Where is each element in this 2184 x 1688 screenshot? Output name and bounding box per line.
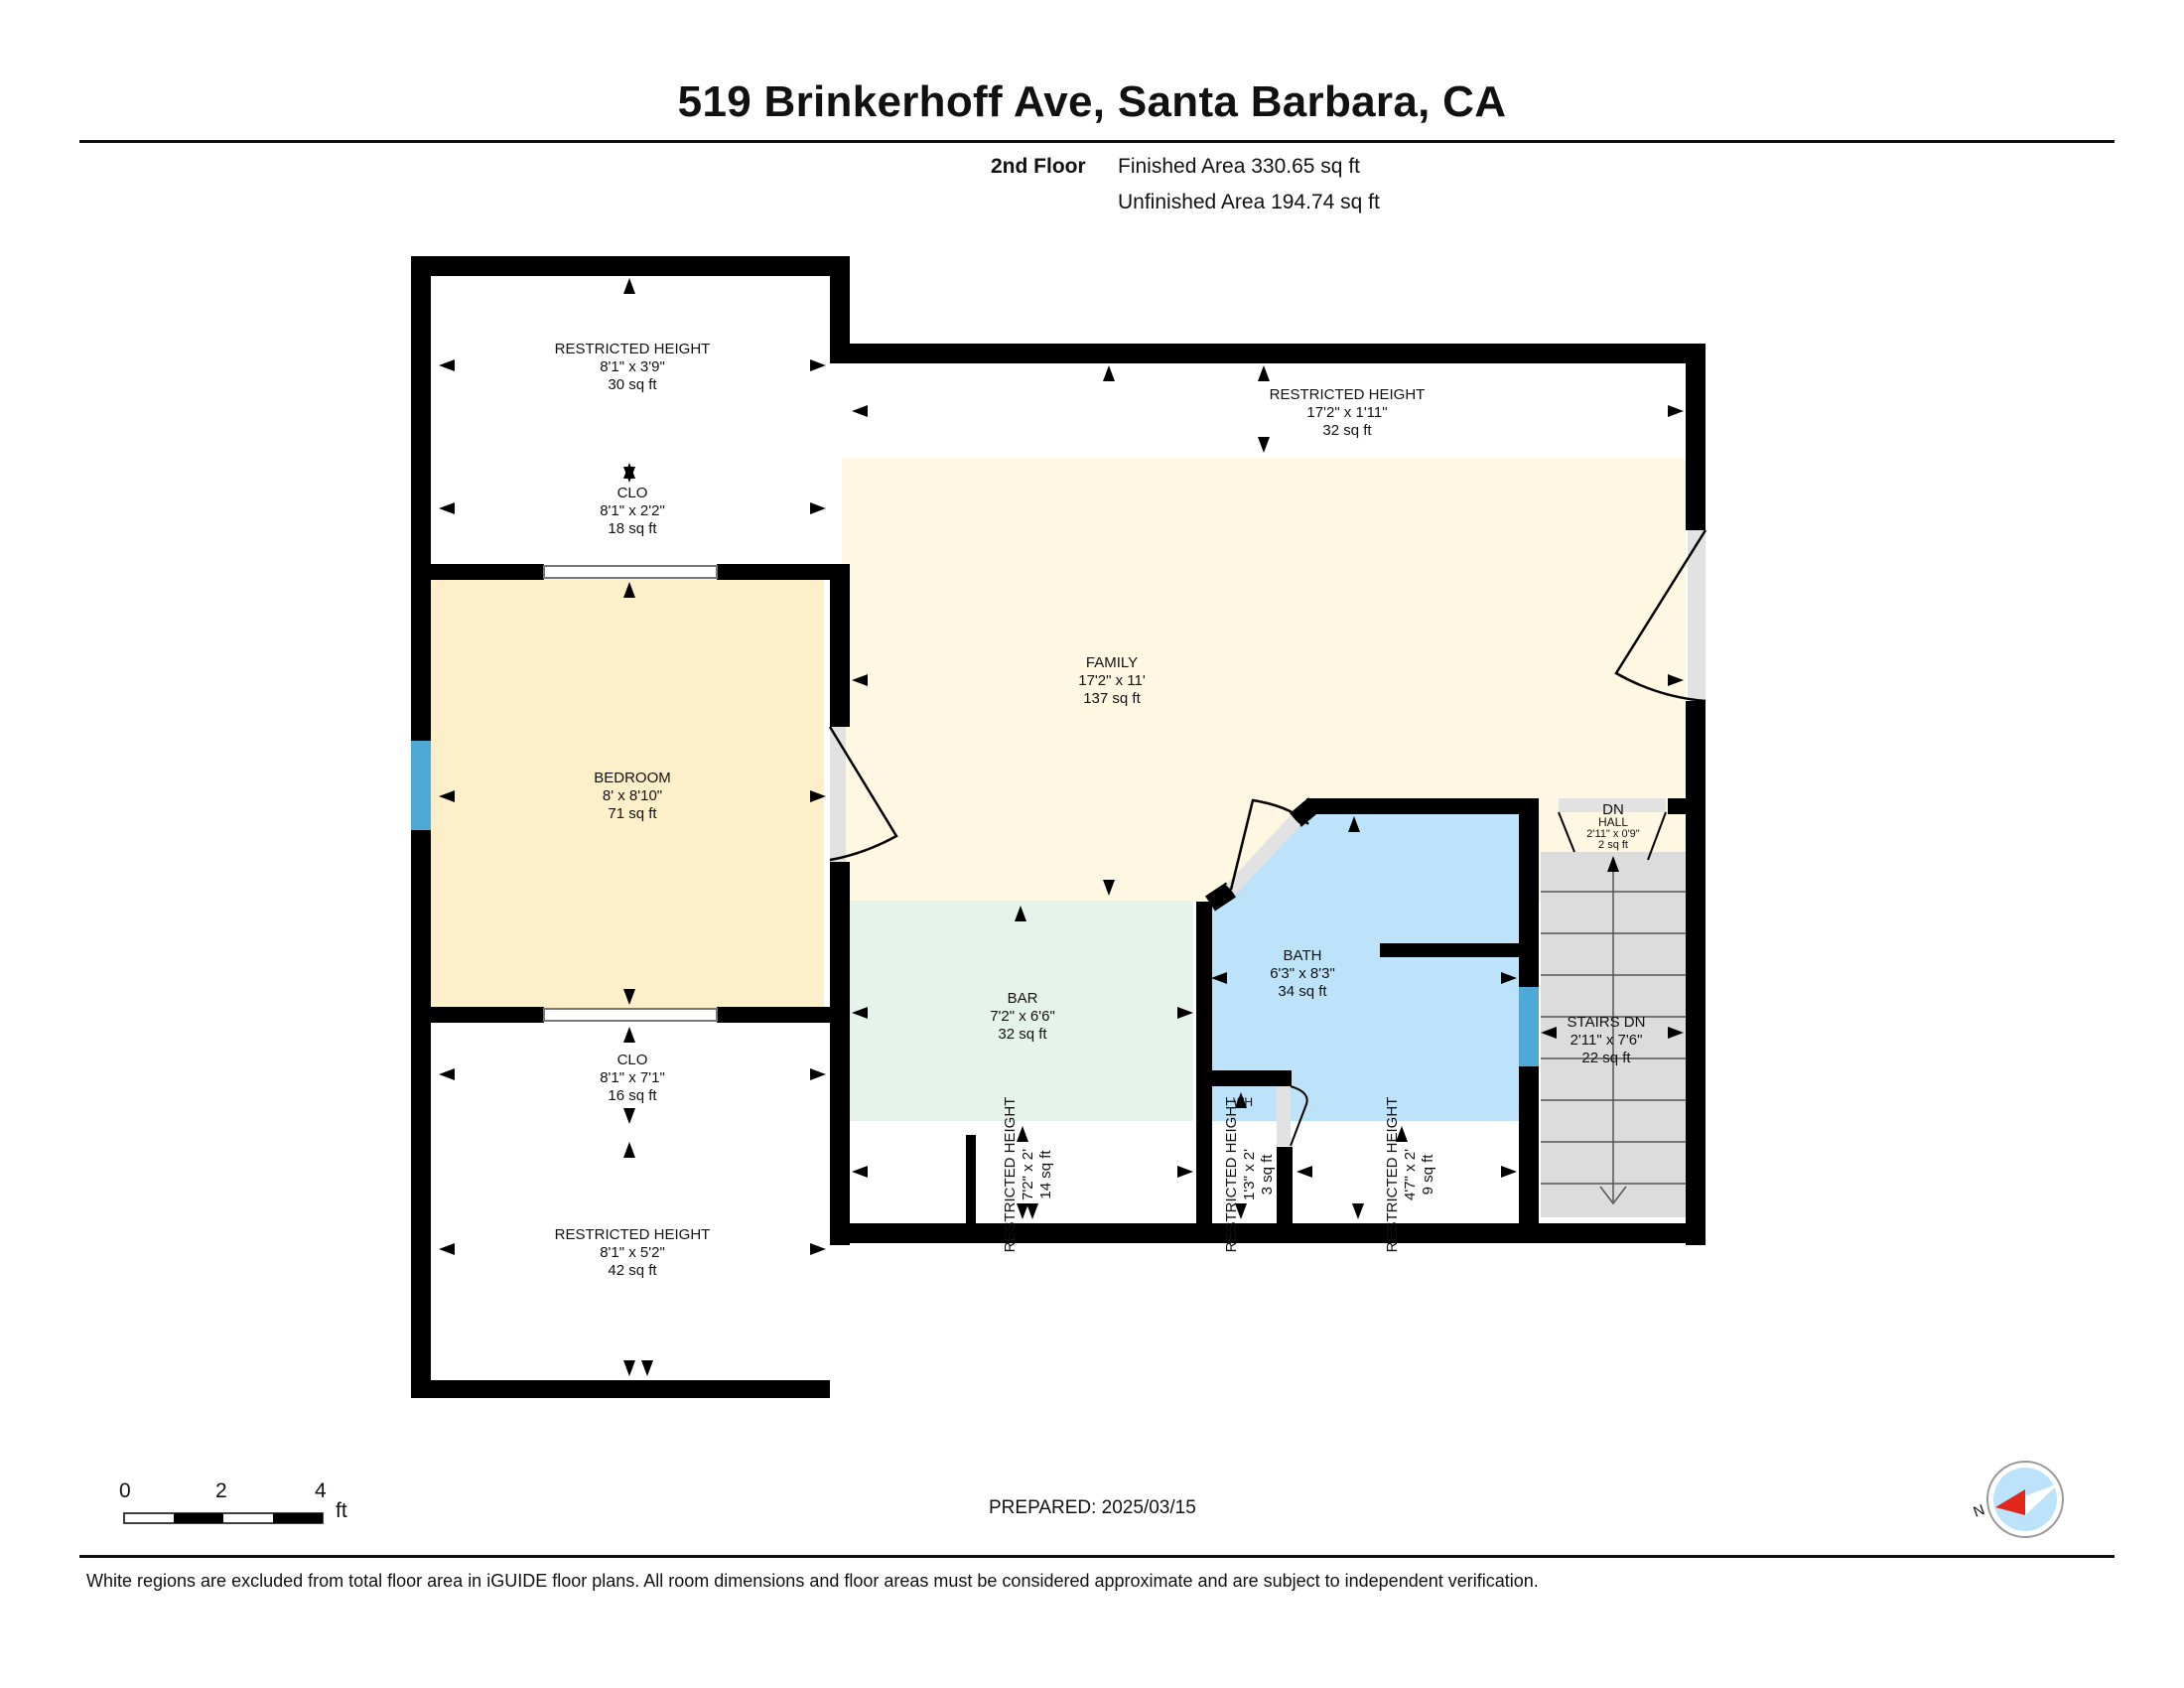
- svg-text:RESTRICTED HEIGHT: RESTRICTED HEIGHT: [555, 1226, 711, 1243]
- svg-text:2'11" x 0'9": 2'11" x 0'9": [1586, 828, 1639, 840]
- header-divider: [79, 140, 2115, 143]
- label-hall: DN HALL 2'11" x 0'9" 2 sq ft: [1586, 801, 1639, 851]
- label-restricted-top: RESTRICTED HEIGHT 17'2" x 1'11" 32 sq ft: [1270, 386, 1426, 439]
- svg-text:2'11" x 7'6": 2'11" x 7'6": [1570, 1032, 1643, 1049]
- svg-text:3 sq ft: 3 sq ft: [1259, 1154, 1276, 1196]
- prepared-date: PREPARED: 2025/03/15: [989, 1497, 1196, 1518]
- footer-divider: [79, 1555, 2115, 1558]
- label-restricted-bottom-left: RESTRICTED HEIGHT 8'1" x 5'2" 42 sq ft: [555, 1226, 711, 1279]
- label-restricted-v3: RESTRICTED HEIGHT 4'7" x 2' 9 sq ft: [1384, 1097, 1436, 1253]
- compass-icon: N: [1972, 1461, 2064, 1538]
- label-wh: WH: [1233, 1095, 1253, 1109]
- svg-text:STAIRS DN: STAIRS DN: [1568, 1014, 1646, 1031]
- disclaimer-text: White regions are excluded from total fl…: [86, 1571, 1539, 1591]
- closet-sliding-doors: [543, 565, 718, 1022]
- svg-text:RESTRICTED HEIGHT: RESTRICTED HEIGHT: [555, 341, 711, 357]
- label-restricted-v2: RESTRICTED HEIGHT 1'3" x 2' 3 sq ft: [1223, 1097, 1276, 1253]
- svg-text:8'1" x 5'2": 8'1" x 5'2": [600, 1244, 665, 1261]
- svg-text:32 sq ft: 32 sq ft: [998, 1026, 1047, 1043]
- svg-text:2 sq ft: 2 sq ft: [1598, 839, 1628, 851]
- svg-text:8'1" x 3'9": 8'1" x 3'9": [600, 358, 665, 375]
- floor-label: 2nd Floor: [991, 155, 1086, 178]
- svg-text:7'2" x 2': 7'2" x 2': [1020, 1149, 1036, 1200]
- label-bath: BATH 6'3" x 8'3" 34 sq ft: [1270, 947, 1335, 1000]
- svg-text:HALL: HALL: [1598, 815, 1628, 829]
- bedroom-window: [411, 741, 431, 830]
- svg-text:BAR: BAR: [1008, 990, 1038, 1007]
- svg-text:137 sq ft: 137 sq ft: [1083, 690, 1141, 707]
- page-title: 519 Brinkerhoff Ave, Santa Barbara, CA: [677, 77, 1507, 126]
- label-clo-bottom: CLO 8'1" x 7'1" 16 sq ft: [600, 1052, 665, 1104]
- scale-tick-2: 2: [215, 1479, 227, 1502]
- svg-text:17'2" x 1'11": 17'2" x 1'11": [1306, 404, 1387, 421]
- svg-text:14 sq ft: 14 sq ft: [1037, 1150, 1054, 1199]
- svg-text:17'2" x 11': 17'2" x 11': [1078, 672, 1146, 689]
- svg-text:18 sq ft: 18 sq ft: [608, 520, 657, 537]
- label-restricted-v1: RESTRICTED HEIGHT 7'2" x 2' 14 sq ft: [1002, 1097, 1054, 1253]
- scale-bar: [123, 1512, 324, 1524]
- svg-text:RESTRICTED HEIGHT: RESTRICTED HEIGHT: [1384, 1097, 1401, 1253]
- svg-text:9 sq ft: 9 sq ft: [1420, 1154, 1436, 1196]
- doors: [828, 529, 1707, 1147]
- svg-text:6'3" x 8'3": 6'3" x 8'3": [1270, 965, 1335, 982]
- scale-tick-0: 0: [119, 1479, 131, 1502]
- svg-text:8'1" x 2'2": 8'1" x 2'2": [600, 502, 665, 519]
- label-bedroom: BEDROOM 8' x 8'10" 71 sq ft: [594, 770, 671, 822]
- svg-text:N: N: [1972, 1501, 1987, 1521]
- svg-text:34 sq ft: 34 sq ft: [1278, 983, 1327, 1000]
- svg-text:71 sq ft: 71 sq ft: [608, 805, 657, 822]
- svg-text:22 sq ft: 22 sq ft: [1581, 1050, 1631, 1066]
- label-restricted-top-left: RESTRICTED HEIGHT 8'1" x 3'9" 30 sq ft: [555, 341, 711, 393]
- label-family: FAMILY 17'2" x 11' 137 sq ft: [1078, 654, 1146, 707]
- svg-text:7'2" x 6'6": 7'2" x 6'6": [990, 1008, 1055, 1025]
- bath-window: [1519, 987, 1539, 1066]
- bedroom-fill: [429, 578, 824, 1008]
- hall-fill: [1541, 812, 1686, 850]
- svg-text:42 sq ft: 42 sq ft: [608, 1262, 657, 1279]
- svg-text:CLO: CLO: [617, 1052, 648, 1068]
- svg-text:BATH: BATH: [1284, 947, 1322, 964]
- svg-text:8'1" x 7'1": 8'1" x 7'1": [600, 1069, 665, 1086]
- svg-text:16 sq ft: 16 sq ft: [608, 1087, 657, 1104]
- svg-text:8' x 8'10": 8' x 8'10": [603, 787, 662, 804]
- scale-unit: ft: [336, 1499, 347, 1522]
- stair-treads: [1541, 862, 1686, 1205]
- svg-text:CLO: CLO: [617, 485, 648, 501]
- svg-text:RESTRICTED HEIGHT: RESTRICTED HEIGHT: [1002, 1097, 1019, 1253]
- svg-text:RESTRICTED HEIGHT: RESTRICTED HEIGHT: [1270, 386, 1426, 403]
- svg-text:RESTRICTED HEIGHT: RESTRICTED HEIGHT: [1223, 1097, 1240, 1253]
- bar-fill: [842, 901, 1193, 1121]
- label-clo-top: CLO 8'1" x 2'2" 18 sq ft: [600, 485, 665, 537]
- bath-fill: [1209, 812, 1519, 1121]
- svg-text:1'3" x 2': 1'3" x 2': [1241, 1149, 1258, 1200]
- label-bar: BAR 7'2" x 6'6" 32 sq ft: [990, 990, 1055, 1043]
- svg-text:DN: DN: [1602, 801, 1624, 818]
- finished-area: Finished Area 330.65 sq ft: [1118, 155, 1360, 178]
- dimension-arrows: [439, 278, 1684, 1376]
- label-stairs: STAIRS DN 2'11" x 7'6" 22 sq ft: [1568, 1014, 1646, 1066]
- svg-text:4'7" x 2': 4'7" x 2': [1402, 1149, 1419, 1200]
- svg-text:FAMILY: FAMILY: [1086, 654, 1138, 671]
- svg-text:30 sq ft: 30 sq ft: [608, 376, 657, 393]
- svg-text:BEDROOM: BEDROOM: [594, 770, 671, 786]
- svg-text:32 sq ft: 32 sq ft: [1322, 422, 1372, 439]
- scale-tick-4: 4: [315, 1479, 327, 1502]
- unfinished-area: Unfinished Area 194.74 sq ft: [1118, 191, 1380, 213]
